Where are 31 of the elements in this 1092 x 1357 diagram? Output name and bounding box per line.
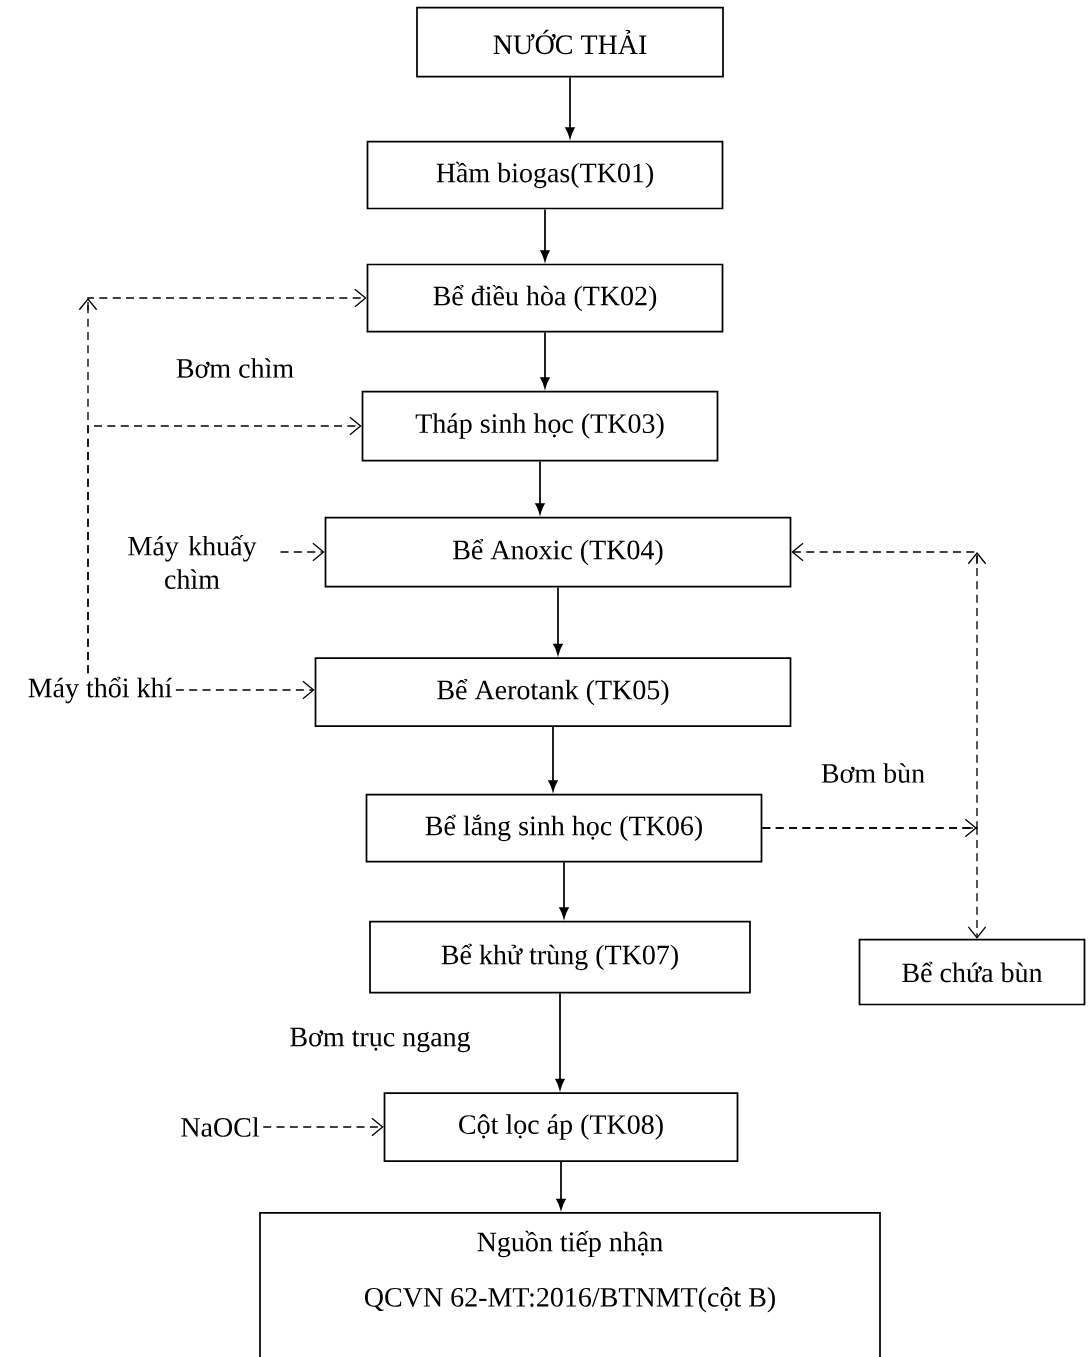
arrow (175, 680, 315, 700)
arrow (540, 208, 550, 262)
arrow (87, 416, 362, 674)
process-box: Tháp sinh học (TK03) (361, 390, 719, 462)
node-label: NaOCl (181, 1117, 260, 1137)
process-box: Bể Anoxic (TK04) (324, 516, 792, 588)
process-box: Cột lọc áp (TK08) (383, 1092, 739, 1162)
arrow (559, 861, 569, 919)
node-label: Máy khuấy chìm (128, 535, 257, 589)
label-text: Bơm chìm (176, 358, 294, 378)
label-text: Bơm trục ngang (290, 1027, 471, 1053)
process-box: Nguồn tiếp nhận QCVN 62-MT:2016/BTNMT(cột B) (259, 1212, 881, 1357)
process-box: Bể Aerotank (TK05) (314, 657, 792, 727)
label-text: Bơm bùn (821, 763, 925, 783)
node-label: Máy thổi khí (28, 676, 172, 704)
process-box: Bể chứa bùn (858, 938, 1086, 1006)
arrow (535, 460, 545, 515)
arrow (555, 992, 565, 1090)
process-box: Bể khử trùng (TK07) (369, 920, 751, 994)
arrow (565, 76, 575, 139)
arrow (540, 331, 550, 389)
arrow (279, 542, 325, 562)
arrow (556, 1161, 566, 1210)
arrow (553, 586, 563, 655)
process-box: Bể lắng sinh học (TK06) (365, 793, 763, 863)
arrow (262, 1117, 384, 1137)
arrow (548, 726, 558, 792)
process-box: Hầm biogas(TK01) (366, 140, 724, 210)
arrow (761, 827, 987, 939)
process-box: NƯỚC THẢI (416, 6, 724, 78)
process-box: Bể điều hòa (TK02) (366, 263, 724, 333)
